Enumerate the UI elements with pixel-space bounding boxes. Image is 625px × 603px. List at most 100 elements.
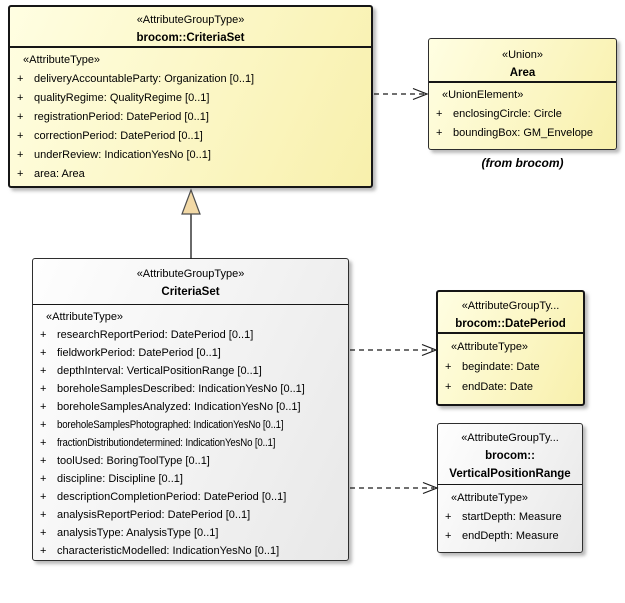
attribute-row: + begindate: Date xyxy=(438,357,583,377)
visibility-marker: + xyxy=(40,473,47,485)
attribute-compartment-label: «AttributeType» xyxy=(451,492,529,504)
visibility-marker: + xyxy=(17,111,24,123)
attribute-text: boreholeSamplesPhotographed: IndicationY… xyxy=(57,419,284,431)
attribute-row: + underReview: IndicationYesNo [0..1] xyxy=(10,146,371,165)
attribute-text: area: Area xyxy=(34,168,85,180)
visibility-marker: + xyxy=(445,381,452,393)
attribute-text: correctionPeriod: DatePeriod [0..1] xyxy=(34,130,203,142)
class-box-brocom-verticalpositionrange[interactable]: «AttributeGroupTy... brocom:: VerticalPo… xyxy=(437,423,583,553)
class-name: brocom:: xyxy=(485,450,535,462)
visibility-marker: + xyxy=(40,527,47,539)
attribute-text: endDate: Date xyxy=(462,381,533,393)
attribute-text: startDepth: Measure xyxy=(462,511,562,523)
class-header: «AttributeGroupTy... brocom:: VerticalPo… xyxy=(438,424,582,485)
class-header: «Union» Area xyxy=(429,39,616,83)
class-box-brocom-criteriaset[interactable]: «AttributeGroupType» brocom::CriteriaSet… xyxy=(8,5,373,188)
visibility-marker: + xyxy=(40,383,47,395)
attribute-row: + area: Area xyxy=(10,165,371,184)
class-box-criteriaset[interactable]: «AttributeGroupType» CriteriaSet «Attrib… xyxy=(32,258,349,561)
attribute-row: + endDate: Date xyxy=(438,377,583,397)
attribute-row: + endDepth: Measure xyxy=(438,527,582,546)
visibility-marker: + xyxy=(40,347,47,359)
attribute-row: + deliveryAccountableParty: Organization … xyxy=(10,70,371,89)
attribute-row: + descriptionCompletionPeriod: DatePeriod… xyxy=(33,488,348,506)
visibility-marker: + xyxy=(40,419,47,431)
class-box-brocom-dateperiod[interactable]: «AttributeGroupTy... brocom::DatePeriod … xyxy=(436,290,585,406)
attribute-row: + analysisType: AnalysisType [0..1] xyxy=(33,524,348,542)
visibility-marker: + xyxy=(40,545,47,557)
visibility-marker: + xyxy=(445,530,452,542)
attribute-compartment-label: «AttributeType» xyxy=(46,311,124,323)
attribute-row: + correctionPeriod: DatePeriod [0..1] xyxy=(10,127,371,146)
generalization-arrow xyxy=(181,188,201,259)
attribute-row: + fieldworkPeriod: DatePeriod [0..1] xyxy=(33,344,348,362)
attribute-row: +fractionDistributiondetermined: Indicat… xyxy=(33,434,348,452)
class-header: «AttributeGroupType» CriteriaSet xyxy=(33,259,348,305)
attribute-row: + startDepth: Measure xyxy=(438,508,582,527)
attribute-text: boreholeSamplesDescribed: IndicationYesN… xyxy=(57,383,305,395)
attribute-row: + researchReportPeriod: DatePeriod [0..1] xyxy=(33,326,348,344)
visibility-marker: + xyxy=(40,509,47,521)
visibility-marker: + xyxy=(436,127,443,139)
stereotype-label: «Union» xyxy=(502,49,543,61)
attribute-text: enclosingCircle: Circle xyxy=(453,108,562,120)
attribute-text: analysisReportPeriod: DatePeriod [0..1] xyxy=(57,509,251,521)
class-name: Area xyxy=(509,67,536,79)
attribute-compartment: «AttributeType» + researchReportPeriod: D… xyxy=(33,305,348,560)
class-name: brocom::CriteriaSet xyxy=(136,32,245,44)
attribute-text: endDepth: Measure xyxy=(462,530,559,542)
attribute-row: + registrationPeriod: DatePeriod [0..1] xyxy=(10,108,371,127)
attribute-text: registrationPeriod: DatePeriod [0..1] xyxy=(34,111,209,123)
visibility-marker: + xyxy=(17,168,24,180)
attribute-text: researchReportPeriod: DatePeriod [0..1] xyxy=(57,329,254,341)
visibility-marker: + xyxy=(40,329,47,341)
attribute-text: fractionDistributiondetermined: Indicati… xyxy=(57,437,276,449)
class-name: VerticalPositionRange xyxy=(449,468,571,480)
attribute-text: boundingBox: GM_Envelope xyxy=(453,127,594,139)
attribute-text: underReview: IndicationYesNo [0..1] xyxy=(34,149,211,161)
visibility-marker: + xyxy=(445,361,452,373)
class-name: CriteriaSet xyxy=(161,286,220,298)
stereotype-label: «AttributeGroupType» xyxy=(136,14,245,26)
attribute-text: analysisType: AnalysisType [0..1] xyxy=(57,527,219,539)
attribute-row: + boundingBox: GM_Envelope xyxy=(429,124,616,143)
visibility-marker: + xyxy=(40,491,47,503)
class-name: brocom::DatePeriod xyxy=(455,318,566,330)
attribute-compartment-label: «AttributeType» xyxy=(451,341,529,353)
attribute-text: qualityRegime: QualityRegime [0..1] xyxy=(34,92,210,104)
attribute-compartment: «AttributeType» + begindate: Date + endDat… xyxy=(438,334,583,397)
attribute-row: + boreholeSamplesAnalyzed: IndicationYesN… xyxy=(33,398,348,416)
visibility-marker: + xyxy=(40,455,47,467)
visibility-marker: + xyxy=(40,365,47,377)
attribute-compartment: «AttributeType» + deliveryAccountablePart… xyxy=(10,48,371,184)
stereotype-label: «AttributeGroupTy... xyxy=(461,300,560,312)
attribute-text: boreholeSamplesAnalyzed: IndicationYesNo… xyxy=(57,401,301,413)
stereotype-label: «AttributeGroupType» xyxy=(136,268,245,280)
attribute-compartment-label: «AttributeType» xyxy=(23,54,101,66)
visibility-marker: + xyxy=(445,511,452,523)
attribute-row: + discipline: Discipline [0..1] xyxy=(33,470,348,488)
attribute-text: fieldworkPeriod: DatePeriod [0..1] xyxy=(57,347,221,359)
attribute-row: + qualityRegime: QualityRegime [0..1] xyxy=(10,89,371,108)
visibility-marker: + xyxy=(17,92,24,104)
attribute-text: depthInterval: VerticalPositionRange [0.… xyxy=(57,365,262,377)
attribute-text: discipline: Discipline [0..1] xyxy=(57,473,183,485)
attribute-text: toolUsed: BoringToolType [0..1] xyxy=(57,455,210,467)
attribute-compartment-label: «UnionElement» xyxy=(442,89,524,101)
attribute-text: begindate: Date xyxy=(462,361,540,373)
visibility-marker: + xyxy=(17,73,24,85)
class-header: «AttributeGroupTy... brocom::DatePeriod xyxy=(438,292,583,334)
attribute-text: characteristicModelled: IndicationYesNo … xyxy=(57,545,280,557)
visibility-marker: + xyxy=(40,401,47,413)
class-box-area[interactable]: «Union» Area «UnionElement» + enclosingCi… xyxy=(428,38,617,150)
from-package-note: (from brocom) xyxy=(481,156,564,170)
visibility-marker: + xyxy=(17,130,24,142)
attribute-text: deliveryAccountableParty: Organization [… xyxy=(34,73,255,85)
stereotype-label: «AttributeGroupTy... xyxy=(461,432,559,444)
attribute-text: descriptionCompletionPeriod: DatePeriod … xyxy=(57,491,287,503)
dependency-arrow-dateperiod xyxy=(350,343,438,357)
attribute-row: + analysisReportPeriod: DatePeriod [0..1] xyxy=(33,506,348,524)
attribute-compartment: «AttributeType» + startDepth: Measure + en… xyxy=(438,485,582,546)
class-header: «AttributeGroupType» brocom::CriteriaSet xyxy=(10,7,371,48)
visibility-marker: + xyxy=(17,149,24,161)
